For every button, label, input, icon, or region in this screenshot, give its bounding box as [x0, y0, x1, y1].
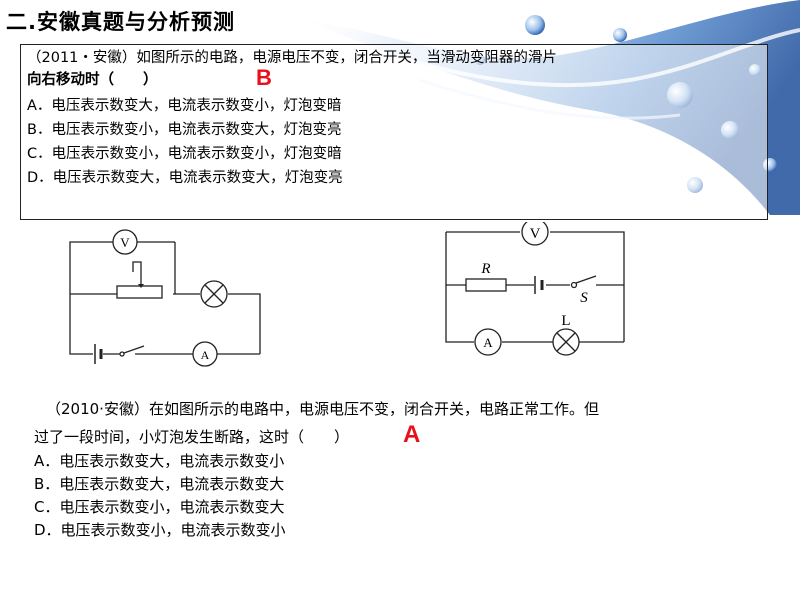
resistor-r: R: [465, 261, 507, 292]
ammeter-2: A: [474, 328, 502, 356]
battery-2: [534, 276, 544, 294]
voltmeter-2: V: [521, 222, 549, 246]
svg-text:S: S: [580, 290, 588, 306]
circuit-diagram-2011: V A: [69, 229, 261, 367]
svg-text:V: V: [120, 235, 130, 250]
switch-s: S: [570, 275, 597, 306]
circuit-diagram-2010: V R S A L: [445, 222, 625, 356]
question-2010-stem-cont: 过了一段时间，小灯泡发生断路，这时（ ）: [34, 428, 350, 446]
question-2010-answer: A: [403, 421, 421, 448]
question-2011-option-c: C．电压表示数变小，电流表示数变小，灯泡变暗: [27, 146, 342, 162]
question-2011-box: （2011・安徽）如图所示的电路，电源电压不变，闭合开关，当滑动变阻器的滑片 向…: [20, 44, 768, 220]
svg-text:R: R: [480, 261, 490, 277]
lamp-l: L: [552, 313, 580, 356]
lamp-1: [200, 280, 228, 308]
question-2010-stem: （2010·安徽）在如图所示的电路中，电源电压不变，闭合开关，电路正常工作。但: [46, 400, 599, 418]
question-2010-option-c: C．电压表示数变小，电流表示数变大: [34, 498, 285, 516]
rheostat-slider-arrow: [138, 284, 144, 288]
question-2011-answer: B: [256, 65, 272, 90]
voltmeter-1: V: [112, 229, 138, 255]
svg-text:L: L: [561, 313, 570, 329]
question-2011-stem-cont: 向右移动时（ ）: [27, 72, 158, 88]
question-2011-option-d: D．电压表示数变大，电流表示数变大，灯泡变亮: [27, 170, 343, 186]
question-2011-option-a: A．电压表示数变大，电流表示数变小，灯泡变暗: [27, 98, 342, 114]
svg-text:V: V: [530, 226, 541, 242]
ammeter-1: A: [192, 341, 218, 367]
svg-text:A: A: [483, 335, 493, 350]
question-2011-option-b: B．电压表示数变小，电流表示数变大，灯泡变亮: [27, 122, 342, 138]
svg-text:A: A: [201, 348, 210, 362]
switch-1: [119, 345, 145, 357]
question-2011-stem: （2011・安徽）如图所示的电路，电源电压不变，闭合开关，当滑动变阻器的滑片: [27, 50, 557, 66]
battery-1: [94, 344, 103, 364]
question-2010-option-b: B．电压表示数变大，电流表示数变大: [34, 475, 285, 493]
question-2010-option-a: A．电压表示数变大，电流表示数变小: [34, 452, 285, 470]
slide-title: 二.安徽真题与分析预测: [6, 10, 235, 34]
rheostat: [116, 285, 163, 299]
question-2010-option-d: D．电压表示数变小，电流表示数变小: [34, 521, 286, 539]
